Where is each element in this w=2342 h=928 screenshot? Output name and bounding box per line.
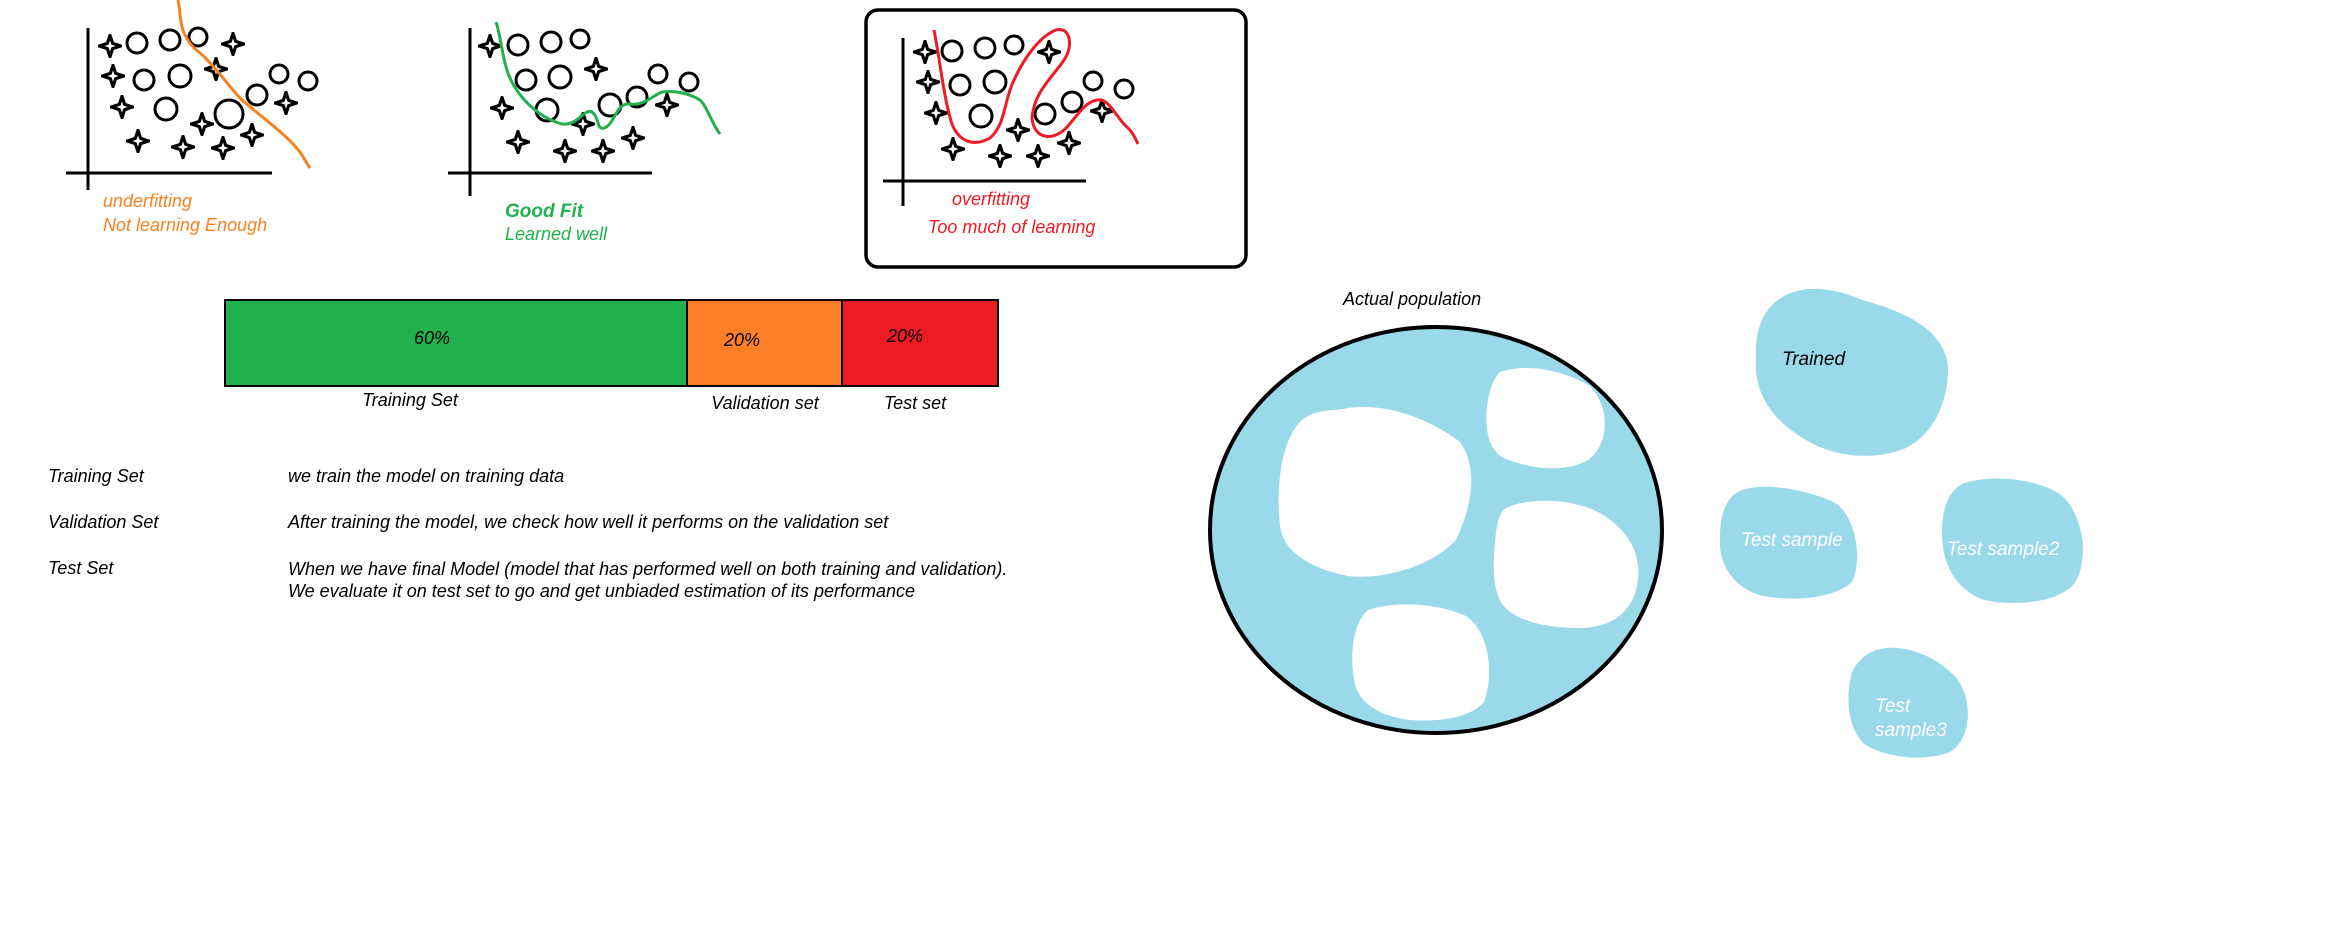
test-sample-1-blob <box>1719 486 1858 599</box>
overfitting-axes <box>883 38 1086 206</box>
underfitting-description: Not learning Enough <box>103 215 267 235</box>
test-sample-3-label-line1: Test <box>1875 696 1911 717</box>
underfitting-curve <box>176 0 312 169</box>
good-fit-description: Learned well <box>505 224 608 244</box>
test-sample-3-label-line2: sample3 <box>1875 720 1947 741</box>
overfitting-title: overfitting <box>952 189 1030 209</box>
trained-blob <box>1755 288 1948 456</box>
split-segment-training <box>224 299 688 387</box>
data-split-bar: 60% 20% 20% Training Set Validation set … <box>224 299 999 413</box>
population-holes <box>1278 367 1639 721</box>
test-sample-2-blob <box>1942 478 2083 603</box>
overfitting-panel: overfitting Too much of learning <box>864 8 1248 269</box>
split-label-test: Test set <box>884 393 947 413</box>
trained-label: Trained <box>1782 349 1846 370</box>
definition-term-test: Test Set <box>48 558 114 578</box>
test-sample-3-label: Test sample3 <box>1875 696 1947 741</box>
split-segment-validation <box>686 299 843 387</box>
definition-text-test-line1: When we have final Model (model that has… <box>288 559 1007 579</box>
split-label-validation: Validation set <box>711 393 819 413</box>
population-title: Actual population <box>1342 289 1481 309</box>
good-fit-axes <box>448 28 652 196</box>
underfitting-title: underfitting <box>103 191 192 211</box>
test-sample-3-blob <box>1848 647 1968 758</box>
split-label-training: Training Set <box>362 390 459 410</box>
overfitting-circles <box>940 34 1135 129</box>
overfitting-curve <box>932 28 1140 145</box>
test-sample-2-label: Test sample2 <box>1947 539 2060 560</box>
population-diagram: Actual population Trained Test sample Te… <box>1208 288 2083 758</box>
split-value-validation: 20% <box>723 330 760 350</box>
split-value-training: 60% <box>414 328 450 348</box>
definition-text-training: we train the model on training data <box>288 466 564 486</box>
test-sample-1-label: Test sample <box>1741 530 1843 551</box>
underfitting-panel: underfitting Not learning Enough <box>66 0 319 235</box>
definitions-list: Training Set we train the model on train… <box>48 466 1007 601</box>
good-fit-circles <box>506 28 700 123</box>
overfitting-description: Too much of learning <box>928 217 1095 237</box>
split-value-test: 20% <box>886 326 923 346</box>
good-fit-panel: Good Fit Learned well <box>448 21 722 244</box>
overfitting-frame <box>864 8 1248 269</box>
definition-text-validation: After training the model, we check how w… <box>287 512 889 532</box>
split-segment-test <box>841 299 999 387</box>
good-fit-curve <box>494 21 722 135</box>
definition-term-validation: Validation Set <box>48 512 159 532</box>
underfitting-circles <box>125 26 319 130</box>
underfitting-axes <box>66 28 272 190</box>
definition-term-training: Training Set <box>48 466 145 486</box>
good-fit-title: Good Fit <box>505 201 584 222</box>
definition-text-test-line2: We evaluate it on test set to go and get… <box>288 581 915 601</box>
